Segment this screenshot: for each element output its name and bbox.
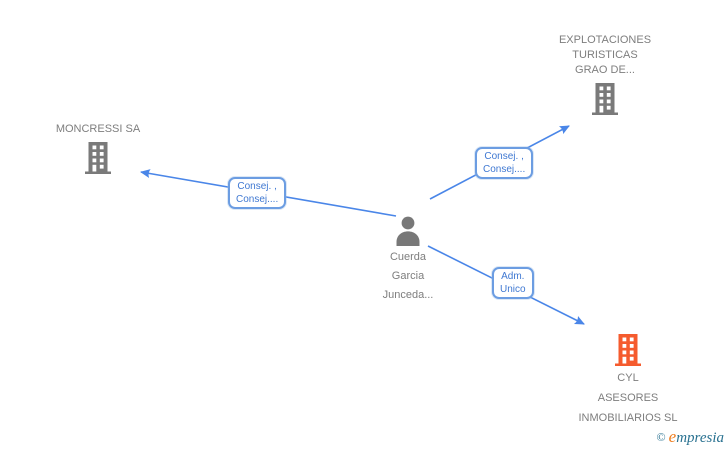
- company-label: CYL: [617, 372, 639, 384]
- company-label: ASESORES: [597, 392, 659, 404]
- edge-label-consej-moncressi[interactable]: Consej. , Consej....: [228, 177, 287, 209]
- edge-label-line: Unico: [500, 284, 526, 295]
- edge-label-consej-explotaciones[interactable]: Consej. , Consej....: [475, 147, 534, 179]
- edge-label-line: Adm.: [501, 271, 525, 282]
- company-node-explotaciones[interactable]: EXPLOTACIONES TURISTICAS GRAO DE...: [535, 33, 675, 115]
- edge-label-line: Consej....: [483, 164, 526, 175]
- building-icon: [83, 142, 113, 174]
- company-label: TURISTICAS: [572, 49, 638, 61]
- person-label: Cuerda: [389, 251, 427, 263]
- person-icon: [393, 216, 423, 246]
- company-label: MONCRESSI SA: [55, 123, 141, 135]
- brand-initial: e: [668, 427, 677, 446]
- building-icon: [85, 142, 111, 174]
- building-icon: [592, 83, 618, 115]
- building-icon: [613, 334, 643, 366]
- person-node[interactable]: Cuerda Garcia Junceda...: [348, 216, 468, 303]
- edge-label-line: Consej. ,: [484, 151, 524, 162]
- company-label: EXPLOTACIONES: [558, 34, 652, 46]
- edge-label-line: Consej. ,: [237, 181, 277, 192]
- company-label: INMOBILIARIOS SL: [578, 412, 678, 424]
- company-label: GRAO DE...: [575, 64, 635, 76]
- edge-label-line: Consej....: [236, 194, 279, 205]
- person-label: Garcia: [391, 270, 425, 282]
- building-icon: [615, 334, 641, 366]
- person-icon: [396, 216, 420, 246]
- edge-label-adm-unico[interactable]: Adm. Unico: [492, 267, 534, 299]
- company-node-moncressi[interactable]: MONCRESSI SA: [37, 122, 159, 174]
- person-label: Junceda...: [382, 289, 434, 301]
- company-node-cyl[interactable]: CYL ASESORES INMOBILIARIOS SL: [558, 334, 698, 426]
- brand-name: mpresia: [676, 430, 724, 446]
- copyright-icon: ©: [656, 430, 666, 444]
- empresia-logo: ©empresia: [657, 427, 724, 447]
- building-icon: [590, 83, 620, 115]
